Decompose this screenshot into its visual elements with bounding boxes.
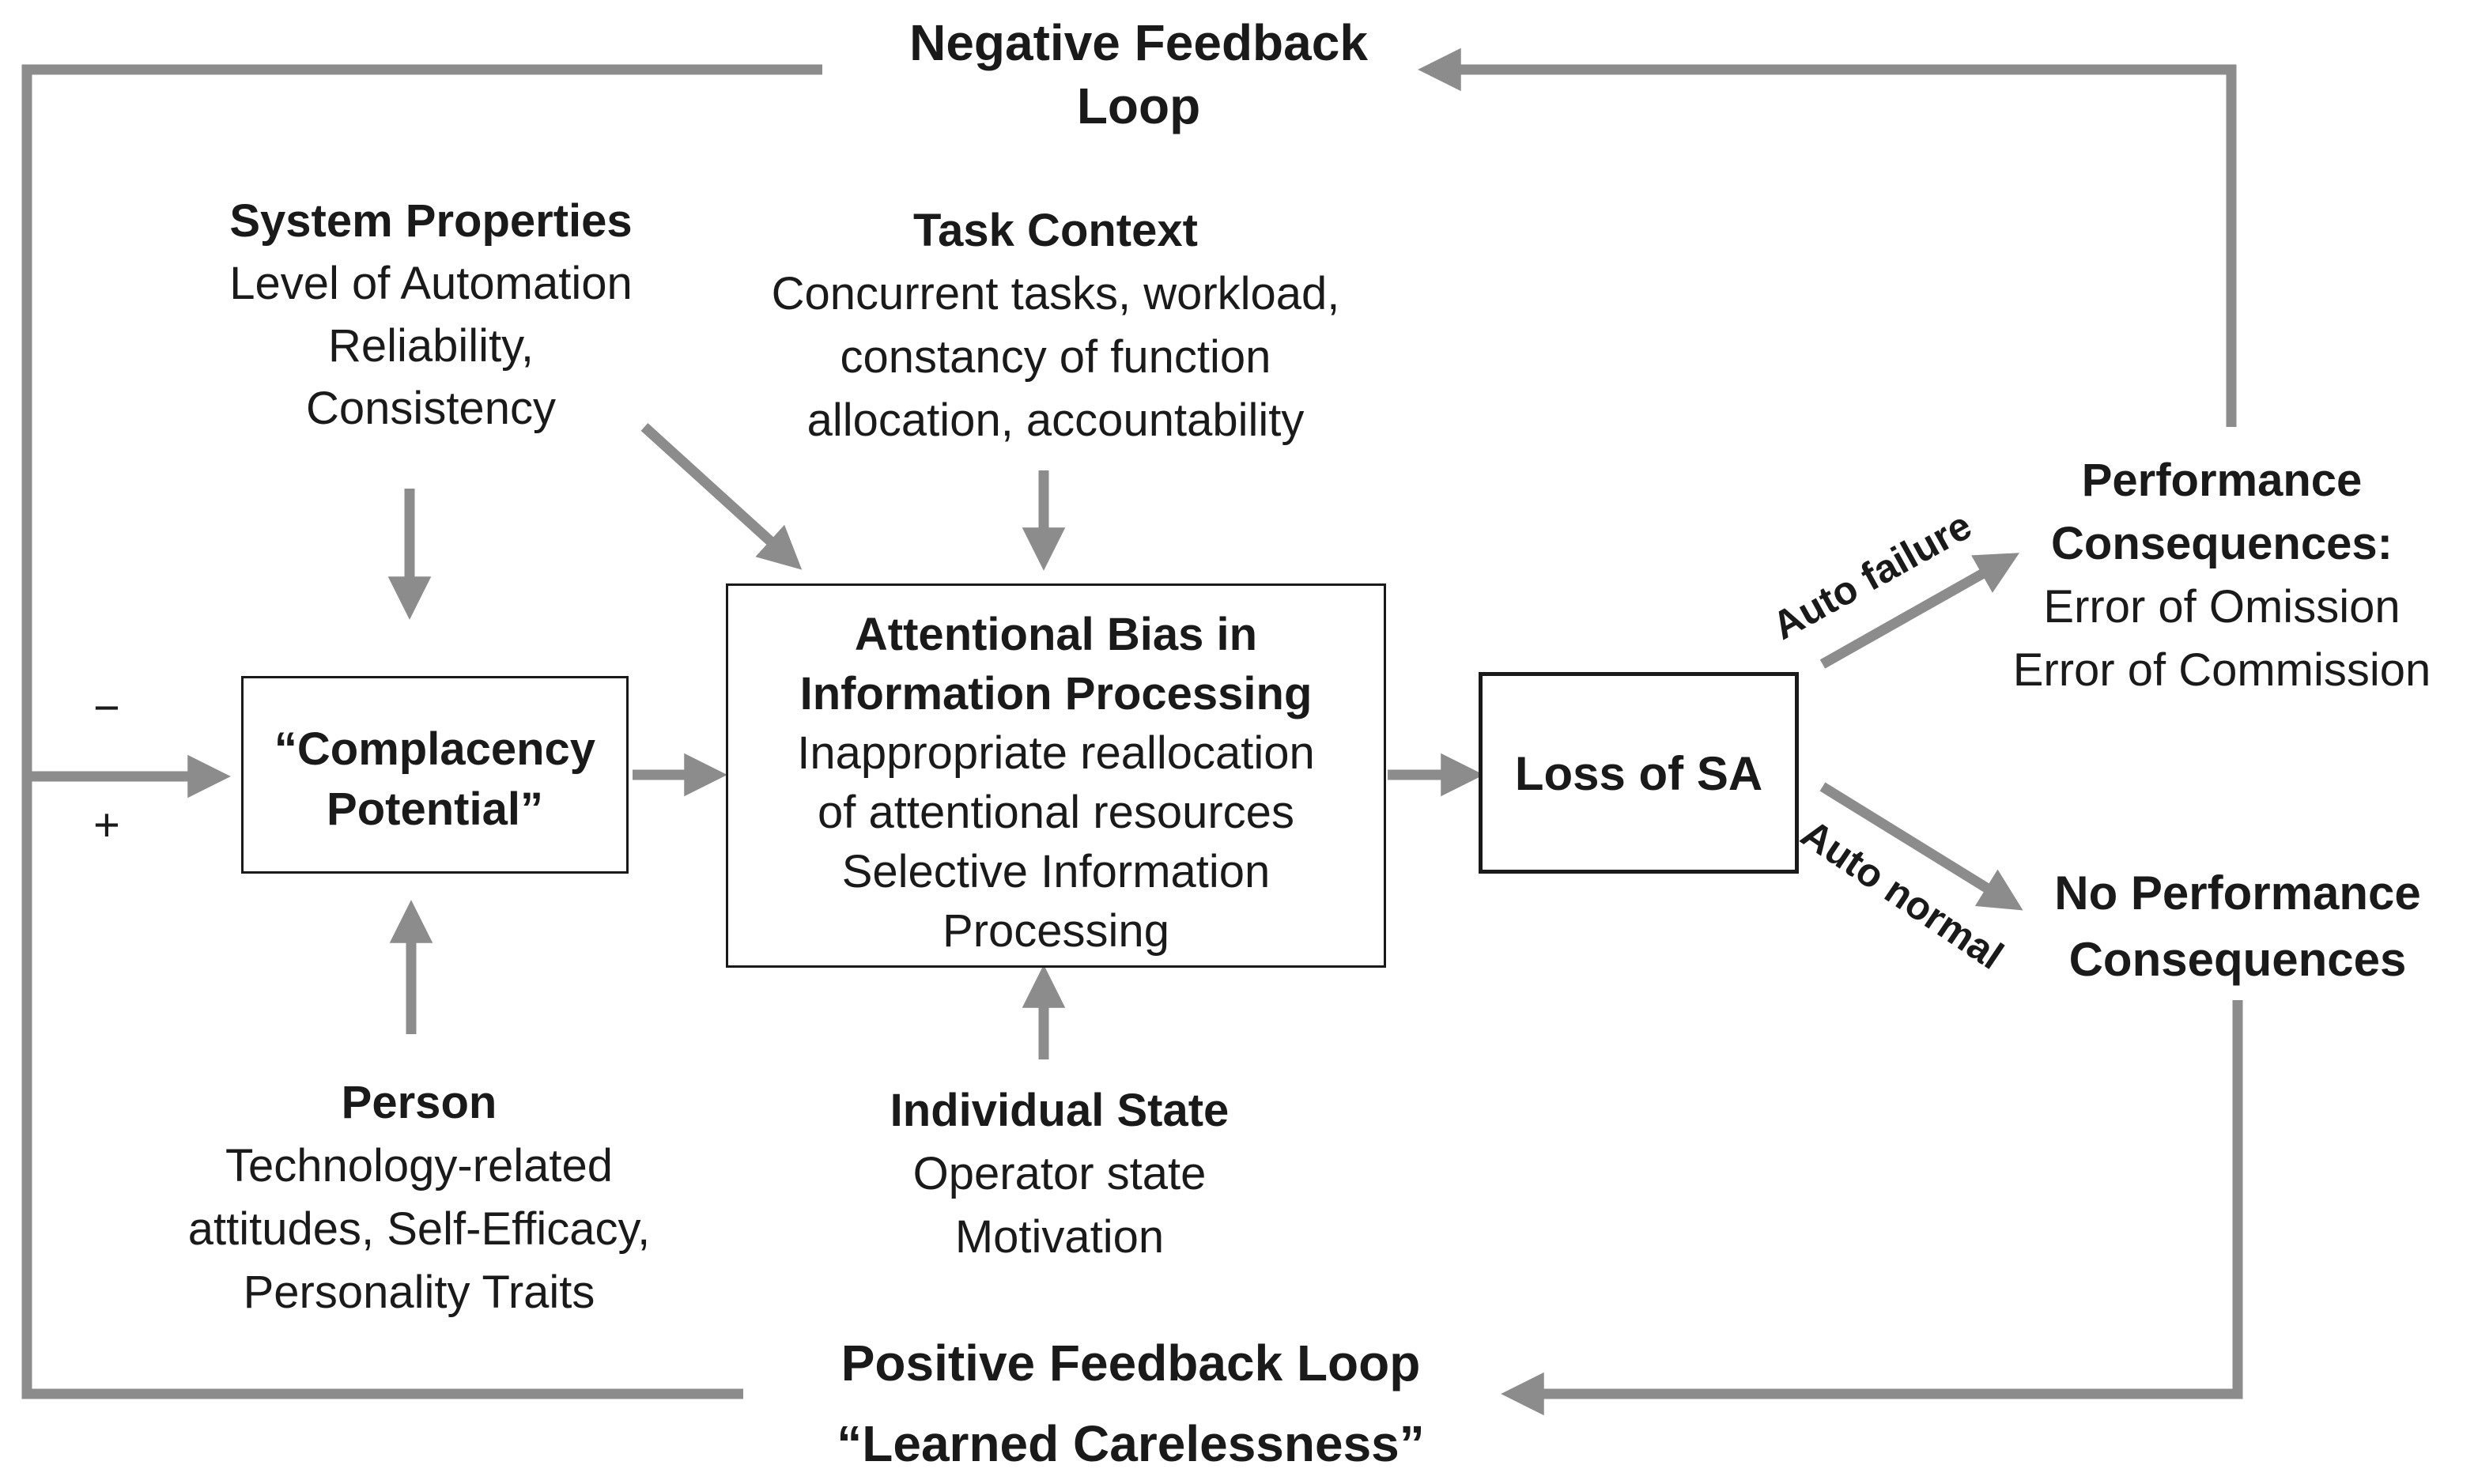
person-line-3: Personality Traits [243, 1267, 595, 1318]
performance-line-1: Error of Omission [2043, 581, 2401, 632]
individual-state-line-1: Operator state [912, 1148, 1207, 1199]
no-performance-block: No Performance Consequences [1985, 860, 2478, 993]
complacency-line-1: “Complacency [274, 723, 596, 775]
plus-sign: + [93, 799, 120, 851]
performance-title-line-2: Consequences: [2051, 518, 2393, 569]
system-properties-block: System Properties Level of Automation Re… [170, 190, 692, 440]
person-line-2: attitudes, Self-Efficacy, [187, 1203, 651, 1255]
performance-consequences-block: Performance Consequences: Error of Omiss… [1969, 449, 2475, 702]
system-properties-line-3: Consistency [306, 383, 556, 434]
performance-title-line-1: Performance [2081, 455, 2363, 506]
positive-loop-return-line [1501, 1000, 2243, 1416]
complacency-potential-box: “Complacency Potential” [241, 676, 629, 874]
negative-feedback-label: Negative Feedback Loop [826, 11, 1451, 138]
individual-state-title: Individual State [890, 1085, 1230, 1136]
attentional-line-3: Selective Information [841, 846, 1271, 897]
performance-line-2: Error of Commission [2012, 644, 2431, 696]
arrow-auto-normal [1819, 782, 2023, 911]
complacency-line-2: Potential” [327, 784, 543, 835]
arrow-system-to-attention [640, 423, 803, 570]
positive-feedback-label: Positive Feedback Loop “Learned Careless… [735, 1323, 1526, 1484]
task-context-line-2: constancy of function [840, 331, 1271, 383]
complacency-text: “Complacency Potential” [244, 719, 626, 840]
individual-state-line-2: Motivation [954, 1211, 1165, 1263]
system-properties-line-1: Level of Automation [229, 258, 633, 309]
attentional-line-1: Inappropriate reallocation [797, 727, 1315, 779]
attentional-title-line-2: Information Processing [799, 668, 1313, 719]
negative-feedback-line-2: Loop [1076, 77, 1201, 134]
task-context-line-1: Concurrent tasks, workload, [771, 268, 1340, 319]
person-line-1: Technology-related [225, 1140, 614, 1191]
task-context-block: Task Context Concurrent tasks, workload,… [696, 199, 1415, 452]
negative-feedback-line-1: Negative Feedback [909, 14, 1368, 71]
no-performance-line-1: No Performance [2054, 867, 2421, 919]
positive-loop-line [21, 776, 743, 1399]
attentional-bias-box: Attentional Bias in Information Processi… [726, 583, 1386, 968]
loss-of-sa-box: Loss of SA [1479, 672, 1799, 874]
task-context-title: Task Context [913, 205, 1198, 256]
attentional-line-2: of attentional resources [818, 787, 1294, 838]
system-properties-title: System Properties [229, 195, 633, 247]
attentional-bias-text: Attentional Bias in Information Processi… [728, 605, 1384, 961]
system-properties-line-2: Reliability, [327, 320, 534, 372]
attentional-title-line-1: Attentional Bias in [854, 609, 1258, 660]
task-context-line-3: allocation, accountability [806, 395, 1305, 446]
positive-feedback-line-1: Positive Feedback Loop [840, 1335, 1421, 1391]
positive-feedback-line-2: “Learned Carelessness” [837, 1415, 1425, 1472]
minus-sign: − [93, 682, 120, 734]
arrow-auto-failure [1819, 553, 2020, 669]
negative-loop-line [21, 64, 822, 799]
loss-of-sa-label: Loss of SA [1514, 747, 1763, 800]
person-title: Person [341, 1077, 497, 1128]
person-block: Person Technology-related attitudes, Sel… [150, 1071, 688, 1324]
individual-state-block: Individual State Operator state Motivati… [791, 1079, 1328, 1269]
negative-loop-return-line [1418, 47, 2237, 427]
no-performance-line-2: Consequences [2068, 933, 2407, 986]
attentional-line-4: Processing [942, 905, 1169, 957]
